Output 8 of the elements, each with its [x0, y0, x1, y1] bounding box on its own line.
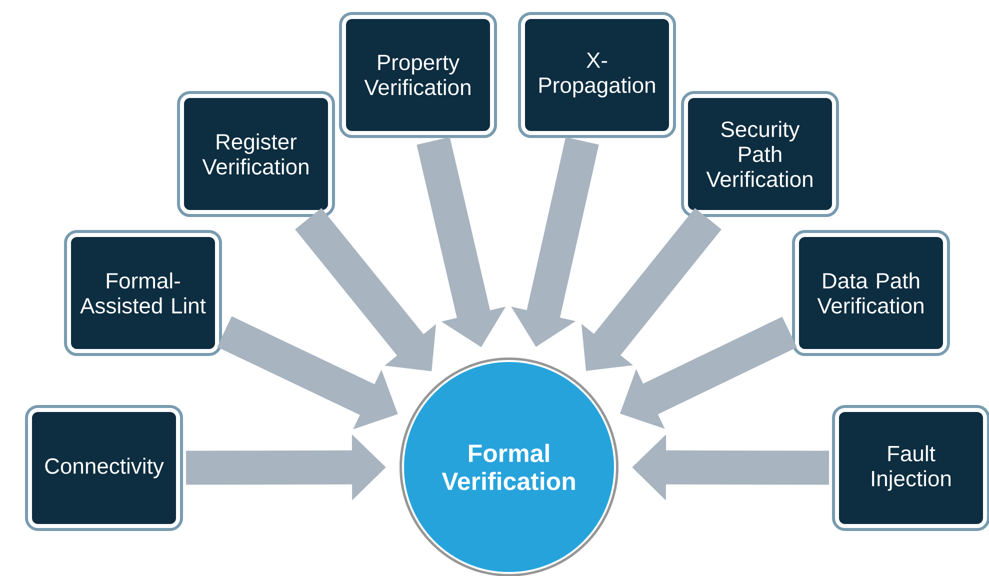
topic-box: X-Propagation	[518, 12, 676, 138]
topic-box: Register Verification	[177, 91, 335, 217]
topic-box: Property Verification	[339, 12, 497, 138]
topic-box: Connectivity	[25, 405, 183, 531]
topic-box: Security Path Verification	[681, 91, 839, 217]
topic-box: Fault Injection	[832, 405, 989, 531]
topic-box: Formal-Assisted Lint	[64, 230, 222, 356]
topic-box: Data Path Verification	[792, 230, 950, 356]
